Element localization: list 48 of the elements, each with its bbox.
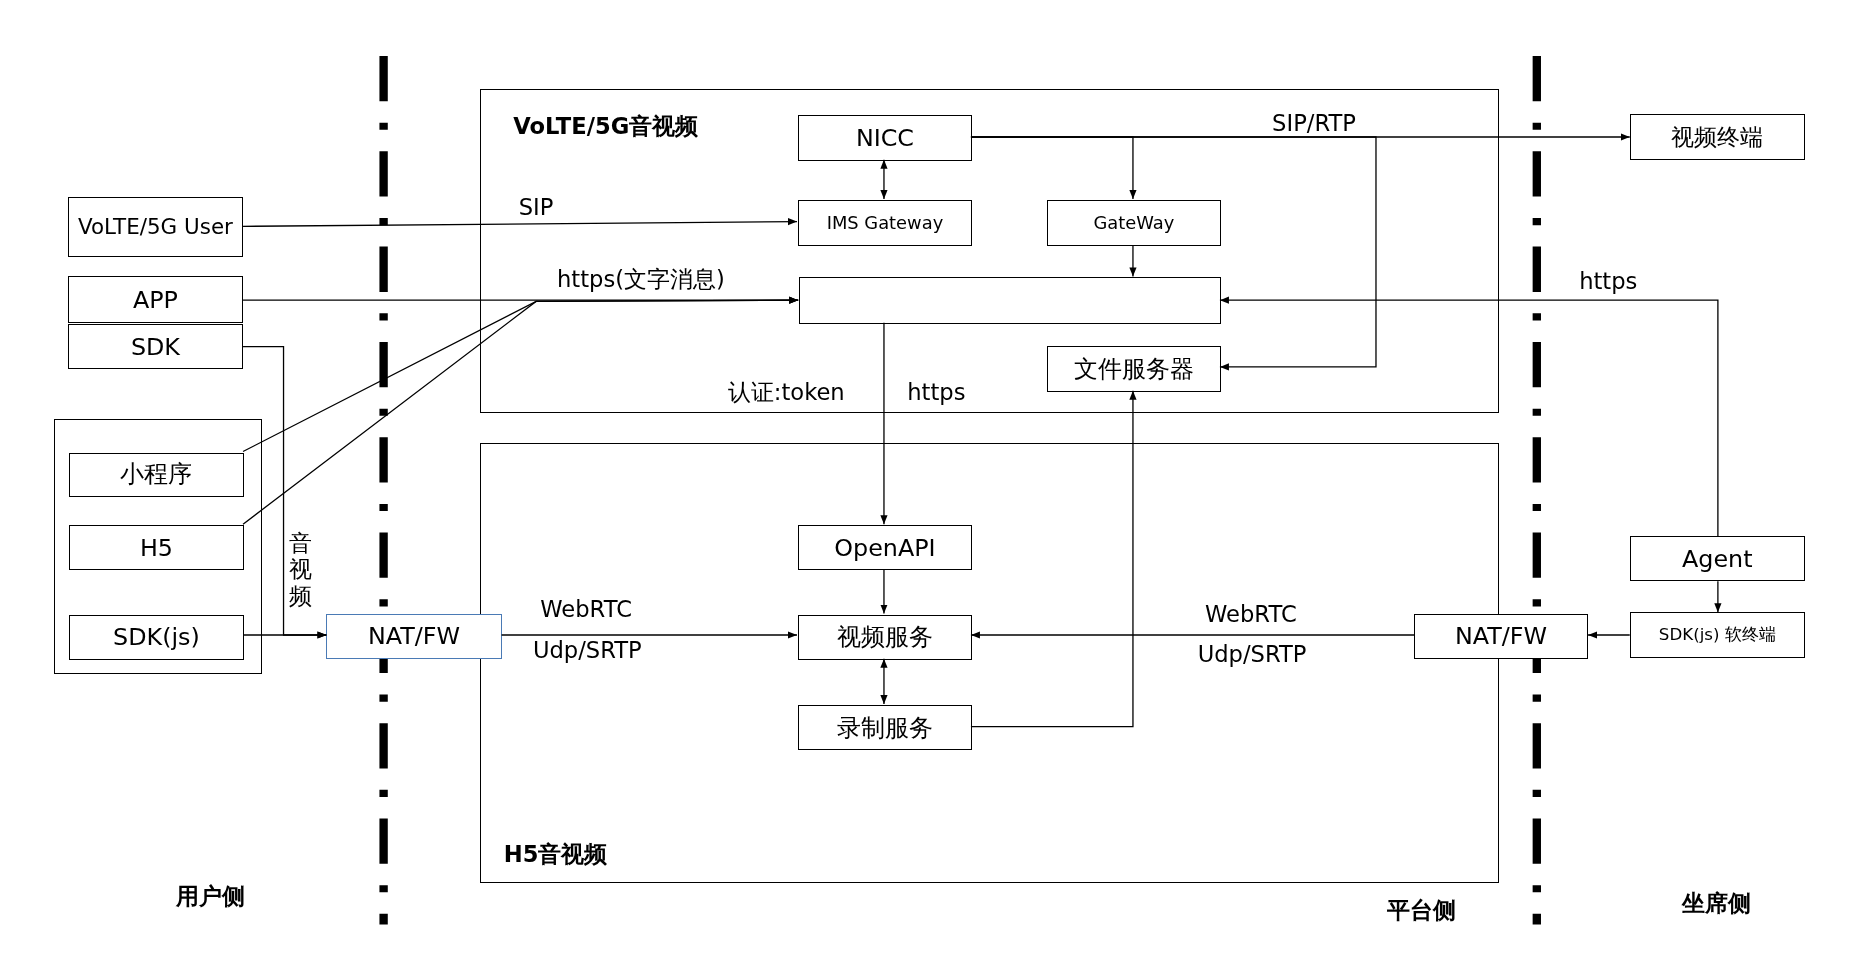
zone-label: 用户侧 xyxy=(176,883,246,909)
arrow xyxy=(242,631,328,639)
arrow xyxy=(970,136,1377,371)
arrow xyxy=(970,390,1137,728)
section-title: H5音视频 xyxy=(503,841,608,867)
arrow xyxy=(242,296,799,525)
process-box: 小程序 xyxy=(68,452,244,497)
zone-label: 平台侧 xyxy=(1386,897,1456,923)
edge-label: https xyxy=(1579,268,1638,294)
process-box: SDK xyxy=(67,324,243,370)
process-box: 视频终端 xyxy=(1629,114,1805,160)
arrow xyxy=(880,568,888,615)
arrow xyxy=(880,658,888,705)
process-box: 录制服务 xyxy=(798,705,972,751)
text-label: 认证:token xyxy=(727,379,845,405)
edge-label: 音视频 xyxy=(288,530,313,609)
process-box: 文件服务器 xyxy=(1046,346,1221,392)
arrow xyxy=(1219,296,1719,537)
process-box: IMS Gateway xyxy=(798,199,972,247)
text-label: Udp/SRTP xyxy=(532,638,642,663)
arrow xyxy=(880,322,888,525)
process-box: GateWay xyxy=(1046,199,1221,247)
group-box xyxy=(53,419,263,675)
process-box: H5 xyxy=(68,525,244,571)
process-box: Agent xyxy=(1629,536,1805,582)
process-box: APP xyxy=(67,276,243,323)
process-box: NAT/FW xyxy=(1414,613,1588,659)
arrow xyxy=(1129,244,1137,278)
arrow xyxy=(500,631,798,639)
box xyxy=(799,277,1221,324)
zone-label: 坐席侧 xyxy=(1682,890,1752,916)
process-box: OpenAPI xyxy=(798,525,972,571)
arrow xyxy=(1714,580,1722,613)
arrow xyxy=(242,218,798,227)
section-title: VoLTE/5G音视频 xyxy=(513,113,699,139)
edge-label: https(文字消息) xyxy=(557,266,725,292)
process-box: SDK(js) 软终端 xyxy=(1629,612,1805,658)
section-panel xyxy=(480,89,1499,414)
process-box: SDK(js) xyxy=(68,614,244,660)
text-label: Udp/SRTP xyxy=(1197,641,1307,667)
arrow xyxy=(880,159,888,200)
process-box: NAT/FW xyxy=(326,613,502,659)
edge-label: https xyxy=(907,379,966,405)
arrow xyxy=(1587,631,1631,639)
process-box: VoLTE/5G User xyxy=(67,196,243,258)
process-box: NICC xyxy=(798,115,972,161)
arrow xyxy=(970,631,1415,639)
process-box: 视频服务 xyxy=(798,614,972,660)
